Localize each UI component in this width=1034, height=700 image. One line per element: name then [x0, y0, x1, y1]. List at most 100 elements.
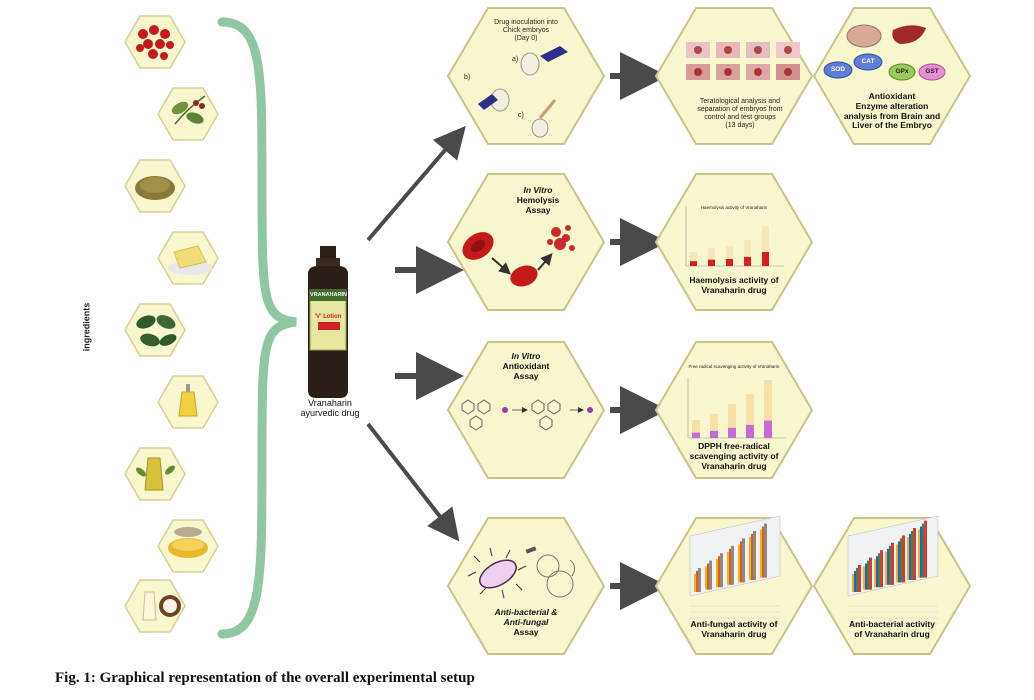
bacterium-icon	[479, 559, 517, 589]
figure-caption: Fig. 1: Graphical representation of the …	[55, 670, 475, 686]
dpph-caption-line: scavenging activity of	[689, 450, 779, 461]
enzyme-cat-label: CAT	[861, 58, 875, 65]
chart-bar-segment	[710, 414, 718, 431]
antibacterial-caption: Anti-bacterial activity of Vranaharin dr…	[834, 619, 950, 640]
antifungal-caption-line: Anti-fungal activity of	[690, 619, 778, 629]
chart-bar	[891, 542, 894, 585]
dpph-caption-line: DPPH free-radical	[698, 441, 770, 451]
chart-bar	[898, 541, 901, 583]
antioxidant-assay-title-line: In Vitro	[511, 351, 541, 361]
chart-bar	[749, 537, 752, 580]
chart-bar	[920, 526, 923, 578]
chart-bar-segment	[710, 430, 718, 438]
step-a-label: a)	[512, 56, 519, 63]
brain-icon	[846, 24, 882, 48]
chart-bar	[760, 529, 763, 578]
chart-bar	[858, 565, 861, 592]
chart-bar	[896, 544, 899, 583]
chart-bar	[876, 556, 879, 588]
chart-bar	[718, 556, 721, 588]
inoculation-title-line: Drug inoculation into	[494, 19, 558, 26]
antimicrobial-assay-title-line: Anti-bacterial &	[494, 607, 558, 617]
enzyme-caption-line: Liver of the Embryo	[852, 120, 932, 131]
enzyme-caption-line: Antioxidant	[868, 91, 916, 101]
inoculation-title-line: (Day 0)	[514, 35, 538, 43]
teratology-caption-line: separation of embryos from	[697, 106, 783, 114]
drug-label: Vranaharin ayurvedic drug	[285, 398, 375, 419]
chart-bar	[918, 529, 921, 578]
chart-bar-segment	[728, 404, 736, 428]
chart-bar	[751, 534, 754, 580]
chart-bar	[698, 568, 701, 592]
antimicrobial-assay-title-line: Anti-fungal	[503, 616, 549, 627]
chart-bar-segment	[762, 226, 769, 252]
hemolysis-result-hex	[654, 173, 814, 311]
chart-bar	[880, 550, 883, 588]
enzyme-gst-label: GST	[925, 68, 939, 75]
drug-label-line2: ayurvedic drug	[300, 408, 360, 419]
dpph-caption-line: Vranaharin drug	[701, 460, 767, 471]
chart-bar	[852, 574, 855, 592]
chart-bar	[716, 559, 719, 588]
ingredient-butter-hex	[157, 231, 219, 285]
embryo-photo-grid	[686, 42, 800, 80]
chart-bar	[878, 553, 881, 588]
dpph-reaction-scheme	[461, 399, 593, 431]
lysed-rbc-icon	[547, 225, 575, 251]
teratology-caption-line: Teratological analysis and	[699, 98, 781, 105]
teratology-caption: Teratological analysis and separation of…	[682, 98, 798, 130]
hemolysis-assay-title-line: Hemolysis	[516, 194, 560, 205]
enzyme-sod-label: SOD	[830, 66, 846, 73]
chart-bar	[742, 538, 745, 583]
chart-backplane	[689, 515, 781, 597]
chart-bar	[900, 538, 903, 583]
chart-bar-segment	[764, 420, 772, 438]
dpph-mini-chart	[687, 378, 786, 439]
hemolysis-assay-title: In Vitro Hemolysis Assay	[506, 185, 570, 215]
chart-bar-segment	[692, 432, 700, 438]
chart-bar-segment	[726, 259, 733, 266]
ingredient-oil-bowl-hex	[157, 519, 219, 573]
step-c-label: c)	[518, 112, 524, 119]
chart-bar-segment	[762, 252, 769, 266]
antioxidant-assay-title-line: Assay	[513, 370, 539, 381]
enzyme-caption-line: analysis from Brain and	[843, 110, 941, 121]
rbc-illustration	[462, 225, 575, 287]
inoculation-title-line: Chick embryos	[502, 27, 550, 35]
chart-bar	[764, 523, 767, 578]
chart-bar	[863, 566, 866, 590]
chart-bar	[887, 548, 890, 585]
antioxidant-assay-title-line: Antioxidant	[502, 360, 550, 371]
chart-bar	[707, 563, 710, 590]
organs-illustration	[823, 24, 946, 81]
chart-bar	[869, 557, 872, 590]
drug-label-line1: Vranaharin	[308, 398, 352, 408]
antibacterial-3d-chart	[847, 515, 939, 625]
enzyme-caption-line: Enzyme alteration	[855, 100, 929, 111]
chart-bar	[889, 545, 892, 585]
bottle-lotion-text: 'V' Lotion	[314, 314, 342, 320]
haemolysis-mini-chart-title: Haemolysis activity of Vranaharin	[700, 205, 768, 210]
chart-bar-segment	[708, 259, 715, 266]
chart-bar	[913, 528, 916, 580]
chart-bar	[694, 574, 697, 592]
chart-bar-segment	[726, 246, 733, 259]
chart-bar	[885, 551, 888, 585]
ingredients-brace	[217, 17, 297, 639]
chart-bar	[867, 560, 870, 590]
chart-bar	[865, 563, 868, 590]
chart-bar	[727, 551, 730, 585]
microbe-illustration	[467, 546, 576, 599]
chart-bar	[924, 520, 927, 578]
inoculation-hex	[446, 7, 606, 145]
antifungal-caption-line: Vranaharin drug	[701, 628, 767, 639]
ingredient-hexagons	[124, 15, 219, 633]
bottle-brand-text: VRANAHARIN	[310, 292, 347, 298]
chart-bar	[720, 553, 723, 588]
enzyme-caption: Antioxidant Enzyme alteration analysis f…	[833, 91, 951, 131]
chart-bar	[762, 526, 765, 578]
chart-bar-segment	[728, 427, 736, 438]
haemolysis-result-caption: Haemolysis activity of Vranaharin drug	[676, 275, 792, 296]
antimicrobial-assay-title-line: Assay	[513, 626, 539, 637]
ingredient-leaves-hex	[124, 303, 186, 357]
